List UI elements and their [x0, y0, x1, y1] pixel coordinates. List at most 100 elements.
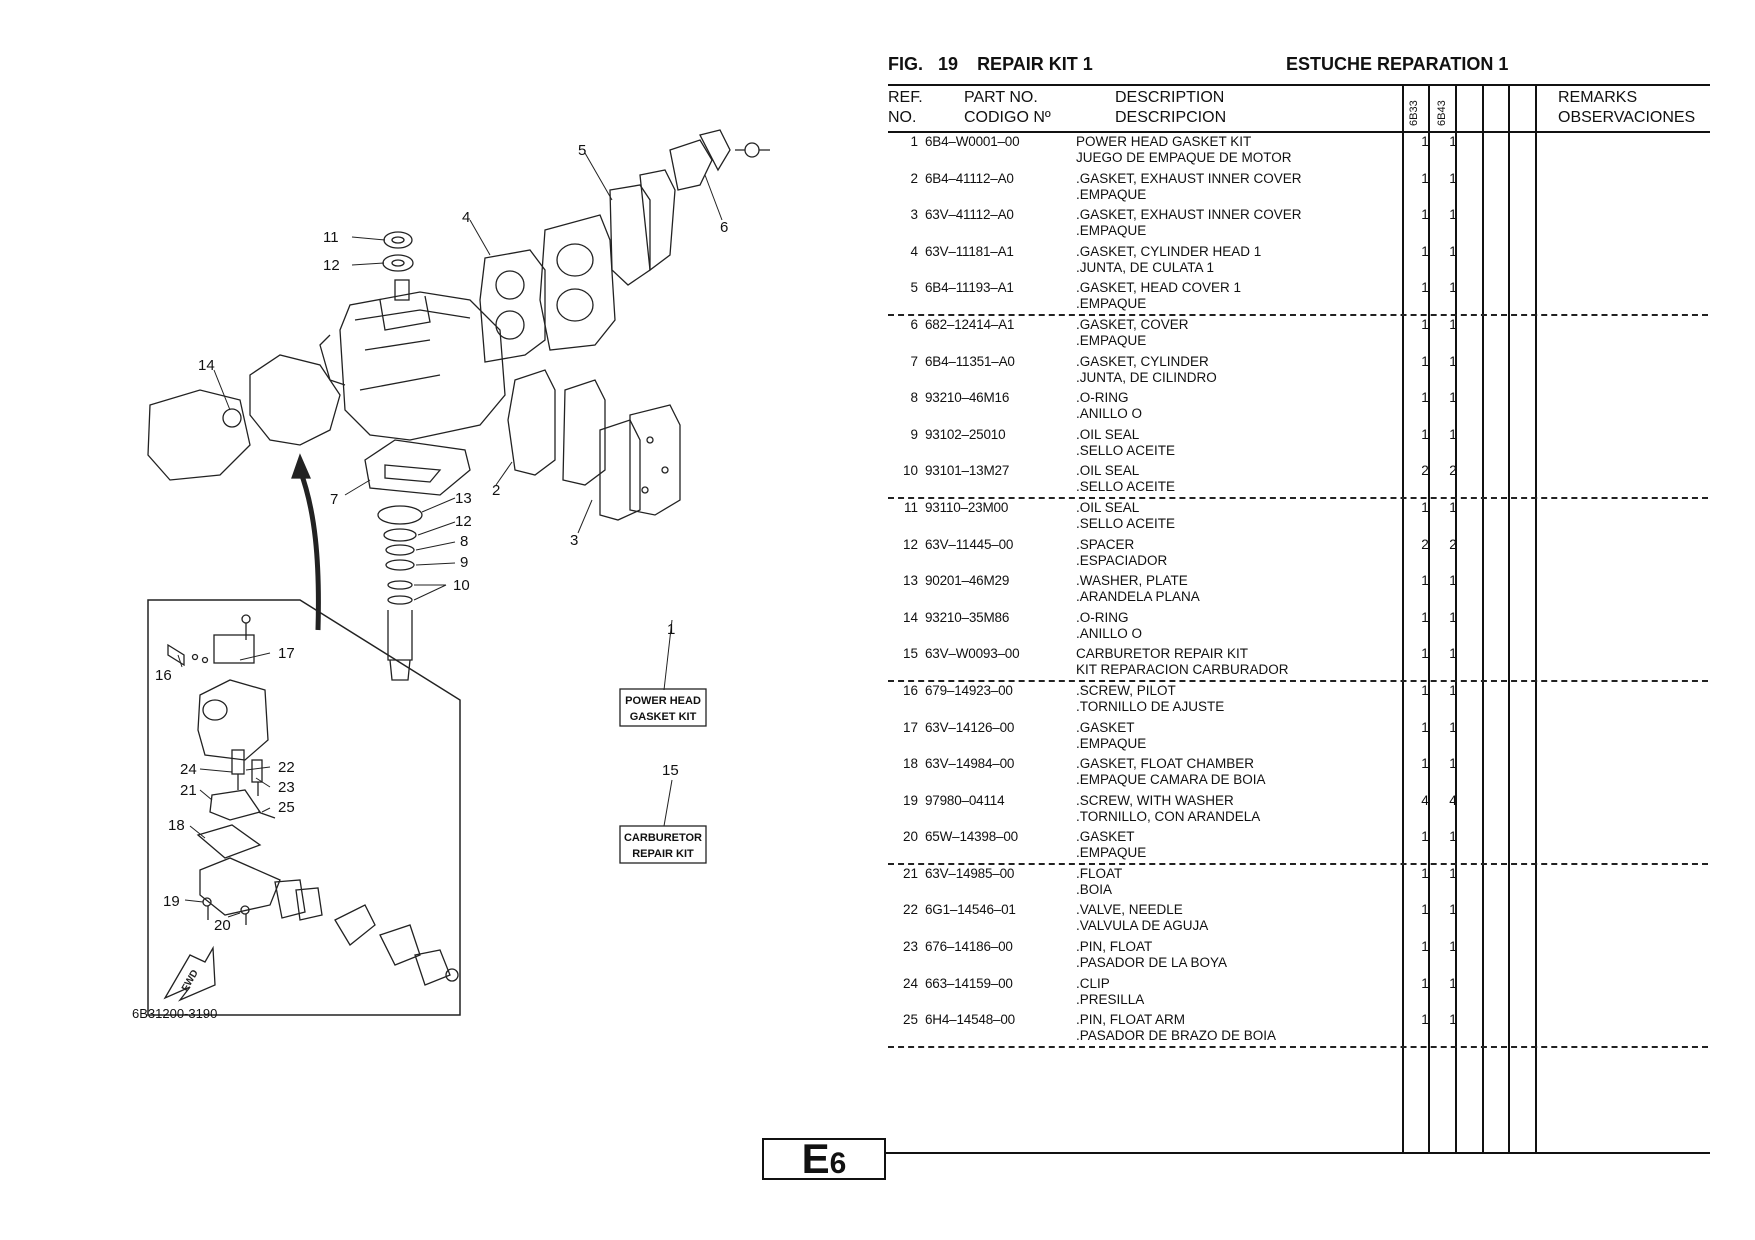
col-part-header: PART NO.CODIGO Nº	[964, 89, 1051, 126]
ref-cell: 4	[910, 243, 918, 259]
description-en-cell: .GASKET, EXHAUST INNER COVER	[1076, 207, 1302, 223]
qty-6b43-cell: 1	[1449, 280, 1457, 296]
description-es-cell: .PRESILLA	[1076, 991, 1145, 1007]
qty-6b33-cell: 1	[1421, 646, 1429, 662]
col-line-3	[1455, 86, 1457, 1154]
description-es-cell: .SELLO ACEITE	[1076, 442, 1176, 458]
part-no-cell: 63V–W0093–00	[925, 646, 1020, 662]
description-es-cell: .EMPAQUE CAMARA DE BOIA	[1076, 772, 1266, 788]
qty-6b33-cell: 1	[1421, 1012, 1429, 1028]
part-no-cell: 6B4–11351–A0	[925, 353, 1015, 369]
ref-cell: 5	[910, 280, 918, 296]
col-model-6b43: 6B43	[1436, 100, 1448, 126]
qty-6b43-cell: 1	[1449, 719, 1457, 735]
qty-6b33-cell: 1	[1421, 719, 1429, 735]
col-model-6b33: 6B33	[1408, 100, 1420, 126]
group-divider	[888, 314, 1708, 316]
part-no-cell: 682–12414–A1	[925, 316, 1015, 332]
col-line-5	[1508, 86, 1510, 1154]
part-no-cell: 65W–14398–00	[925, 829, 1018, 845]
qty-6b43-cell: 1	[1449, 756, 1457, 772]
description-en-cell: .SPACER	[1076, 536, 1135, 552]
description-es-cell: .TORNILLO, CON ARANDELA	[1076, 808, 1261, 824]
description-es-cell: .JUNTA, DE CULATA 1	[1076, 259, 1215, 275]
description-es-cell: .EMPAQUE	[1076, 332, 1147, 348]
qty-6b33-cell: 1	[1421, 975, 1429, 991]
ref-cell: 24	[902, 975, 918, 991]
part-no-cell: 93102–25010	[925, 426, 1006, 442]
description-es-cell: .ANILLO O	[1076, 406, 1143, 422]
qty-6b43-cell: 1	[1449, 390, 1457, 406]
callout-13: 13	[455, 490, 472, 507]
qty-6b33-cell: 1	[1421, 939, 1429, 955]
callout-1: 1	[667, 621, 675, 638]
qty-6b33-cell: 1	[1421, 609, 1429, 625]
qty-6b33-cell: 1	[1421, 426, 1429, 442]
qty-6b43-cell: 1	[1449, 499, 1457, 515]
cylinder-head-drawing	[539, 214, 616, 351]
part-no-cell: 679–14923–00	[925, 682, 1013, 698]
description-es-cell: .SELLO ACEITE	[1076, 479, 1176, 495]
description-en-cell: .PIN, FLOAT ARM	[1076, 1012, 1186, 1028]
qty-6b43-cell: 1	[1449, 426, 1457, 442]
qty-6b43-cell: 1	[1449, 865, 1457, 881]
footer-rule	[886, 1152, 1710, 1154]
part-no-cell: 6B4–11193–A1	[925, 280, 1014, 296]
fig-number: 19	[938, 54, 959, 74]
title-en: REPAIR KIT 1	[977, 54, 1093, 74]
col-line-1	[1402, 86, 1404, 1154]
description-en-cell: .SCREW, WITH WASHER	[1076, 792, 1234, 808]
description-en-cell: .OIL SEAL	[1076, 463, 1140, 479]
description-en-cell: .VALVE, NEEDLE	[1076, 902, 1183, 918]
ref-cell: 14	[902, 609, 918, 625]
callout-16: 16	[155, 667, 172, 684]
qty-6b43-cell: 1	[1449, 316, 1457, 332]
description-es-cell: .EMPAQUE	[1076, 845, 1147, 861]
qty-6b33-cell: 1	[1421, 207, 1429, 223]
description-en-cell: .GASKET	[1076, 719, 1135, 735]
ref-cell: 16	[902, 682, 918, 698]
exploded-parts-diagram: 1 2 3 4 5 6 7 8 9 10 11 12 13 12 14 15 1…	[132, 129, 770, 1021]
part-no-cell: 663–14159–00	[925, 975, 1013, 991]
ref-cell: 23	[902, 939, 918, 955]
svg-text:GASKET KIT: GASKET KIT	[630, 711, 697, 723]
qty-6b43-cell: 1	[1449, 353, 1457, 369]
col-line-6	[1535, 86, 1537, 1154]
part-no-cell: 93210–35M86	[925, 609, 1010, 625]
ref-cell: 19	[902, 792, 918, 808]
col-ref-header: REF.NO.	[888, 89, 923, 126]
qty-6b43-cell: 1	[1449, 573, 1457, 589]
part-no-cell: 63V–11181–A1	[925, 243, 1014, 259]
callout-15: 15	[662, 762, 679, 779]
qty-6b33-cell: 1	[1421, 829, 1429, 845]
part-no-cell: 6B4–41112–A0	[925, 170, 1014, 186]
ref-cell: 7	[910, 353, 918, 369]
qty-6b43-cell: 1	[1449, 975, 1457, 991]
description-es-cell: .EMPAQUE	[1076, 296, 1147, 312]
fwd-label: FWD	[180, 968, 201, 993]
fwd-arrow-icon	[163, 945, 216, 1002]
qty-6b43-cell: 1	[1449, 902, 1457, 918]
qty-6b33-cell: 1	[1421, 390, 1429, 406]
title-es: ESTUCHE REPARATION 1	[1286, 54, 1509, 74]
qty-6b33-cell: 4	[1421, 792, 1429, 808]
ref-cell: 1	[910, 134, 918, 149]
qty-6b43-cell: 1	[1449, 609, 1457, 625]
callout-3: 3	[570, 532, 578, 549]
qty-6b33-cell: 1	[1421, 865, 1429, 881]
description-en-cell: .GASKET	[1076, 829, 1135, 845]
qty-6b43-cell: 1	[1449, 170, 1457, 186]
description-es-cell: .EMPAQUE	[1076, 735, 1147, 751]
ref-cell: 11	[903, 499, 918, 515]
header-top-rule	[888, 84, 1710, 86]
